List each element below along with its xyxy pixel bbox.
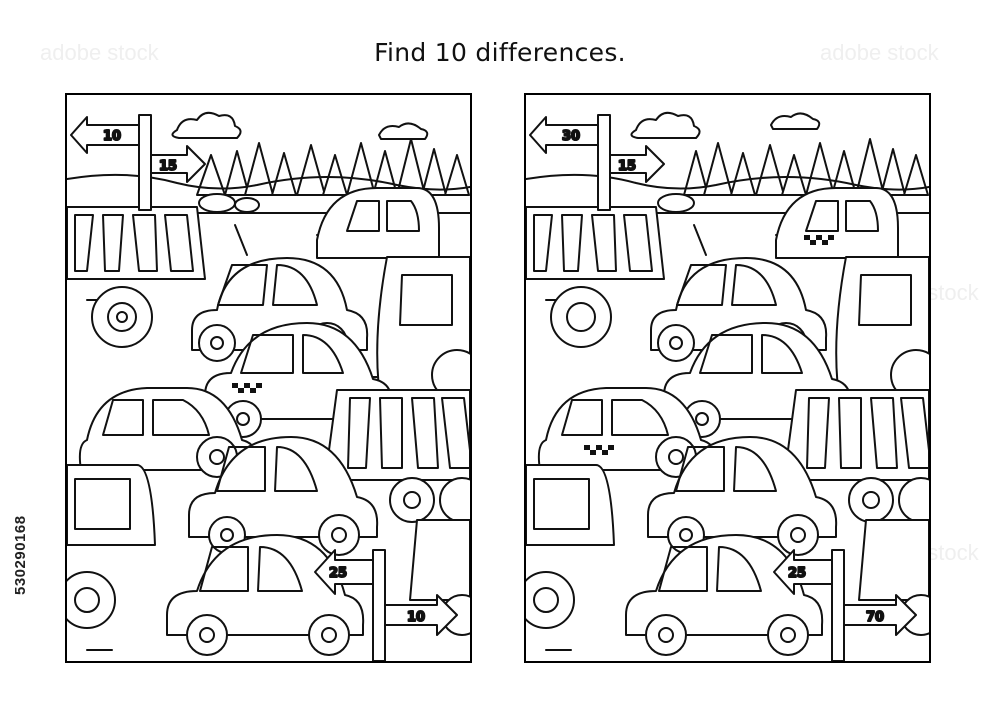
sign-number-top-right: 15 bbox=[159, 159, 177, 174]
taxi-car-icon bbox=[537, 387, 717, 478]
truck-cab-icon bbox=[835, 256, 929, 401]
stock-image-id: 530290168 bbox=[12, 515, 29, 595]
signpost-icon bbox=[773, 549, 917, 661]
left-picture-panel: 10 15 25 10 bbox=[65, 93, 472, 663]
bush-icon bbox=[198, 193, 260, 213]
car-icon bbox=[647, 436, 838, 556]
sign-number-bottom-left: 25 bbox=[329, 566, 347, 581]
sign-number-top-right: 15 bbox=[618, 159, 636, 174]
pine-tree-icon bbox=[683, 138, 929, 196]
car-icon bbox=[625, 534, 824, 656]
cloud-icon bbox=[171, 111, 429, 140]
sign-number-bottom-right: 10 bbox=[407, 610, 425, 625]
car-icon bbox=[188, 436, 379, 556]
sign-number-bottom-left: 25 bbox=[788, 566, 806, 581]
signpost-icon bbox=[70, 114, 206, 211]
car-icon bbox=[78, 387, 258, 478]
jeep-icon bbox=[67, 464, 156, 629]
signpost-icon bbox=[314, 549, 458, 661]
right-picture-panel: 30 15 25 70 bbox=[524, 93, 931, 663]
dump-truck-icon bbox=[526, 206, 665, 348]
pine-tree-icon bbox=[196, 138, 470, 196]
truck-cab-icon bbox=[376, 256, 470, 401]
bush-icon bbox=[657, 193, 695, 213]
puzzle-title: Find 10 differences. bbox=[374, 38, 626, 67]
sign-number-top-left: 10 bbox=[103, 129, 121, 144]
car-icon bbox=[316, 187, 440, 259]
dump-truck-icon bbox=[324, 389, 470, 523]
taxi-car-icon bbox=[775, 187, 899, 259]
sign-number-bottom-right: 70 bbox=[866, 610, 884, 625]
sign-number-top-left: 30 bbox=[562, 129, 580, 144]
dump-truck-icon bbox=[67, 206, 206, 348]
jeep-icon bbox=[526, 464, 615, 629]
signpost-icon bbox=[529, 114, 665, 211]
cloud-icon bbox=[630, 111, 821, 139]
car-icon bbox=[166, 534, 365, 656]
